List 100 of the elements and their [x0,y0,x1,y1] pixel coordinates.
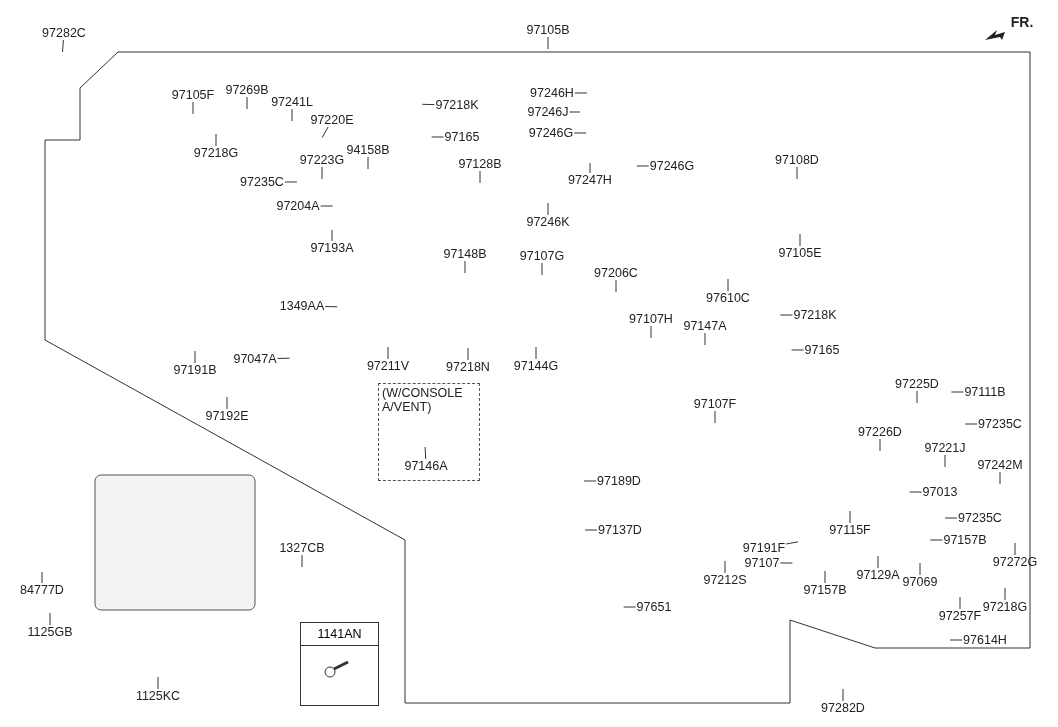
part-number: 97225D [894,377,940,391]
part-number: 97165 [803,343,841,357]
part-number: 97191B [172,363,218,377]
leader-line [331,229,333,242]
part-number: 1125KC [134,689,182,703]
part-number: 97242M [976,458,1024,472]
part-number: 1125GB [26,625,74,639]
part-number: 97211V [365,359,411,373]
part-number: 97257F [937,609,983,623]
part-number: 97193A [309,241,355,255]
leader-line [479,170,481,184]
leader-line [589,162,591,174]
part-number: 97108D [774,153,820,167]
leader-line [909,491,923,493]
part-number: 97241L [270,95,314,109]
part-number: 97148B [442,247,488,261]
leader-line [724,560,726,574]
part-number: 97129A [855,568,901,582]
leader-line [650,325,652,339]
part-number: 97189D [596,474,642,488]
part-number: 97246K [525,215,571,229]
part-number: 97246J [526,105,570,119]
part-number: 97246H [529,86,575,100]
leader-line [916,390,918,404]
part-number: 97246G [648,159,696,173]
part-number: 97235C [957,511,1003,525]
leader-line [849,510,851,524]
part-number: 1141AN [301,623,378,646]
leader-line [714,410,716,424]
part-number: 97235C [239,175,285,189]
leader-line [41,571,43,584]
part-number: 97105B [525,23,571,37]
part-number: 97111B [963,385,1007,399]
leader-line [779,562,793,564]
leader-line [964,423,978,425]
group-title: (W/CONSOLE A/VENT) [382,386,464,414]
part-number: 97220E [309,113,355,127]
part-number: 97115F [828,523,872,537]
leader-line [584,529,598,531]
part-number: 97218K [434,98,480,112]
leader-line [569,111,581,113]
leader-line [541,262,543,276]
part-number: 84777D [19,583,65,597]
leader-line [842,688,844,702]
part-number: 97105E [777,246,823,260]
part-number: 97191F [741,541,787,555]
part-number: 97204A [275,199,321,213]
leader-line [1014,542,1016,556]
direction-label: FR. [1009,15,1035,29]
part-number: 94158B [345,143,391,157]
part-number: 97226D [857,425,903,439]
part-number: 97146A [403,459,449,473]
leader-line [799,233,801,247]
leader-line [367,156,369,170]
part-number: 97206C [593,266,639,280]
leader-line [949,639,963,641]
leader-line [779,314,793,316]
part-number: 97223G [298,153,346,167]
leader-line [919,562,921,576]
leader-line [226,396,228,410]
part-number: 97610C [705,291,751,305]
leader-line [320,205,334,207]
leader-line [547,36,549,50]
leader-line [791,349,805,351]
part-number: 97218K [792,308,838,322]
part-number: 97069 [901,575,939,589]
leader-line [467,347,469,361]
leader-line [623,606,637,608]
leader-line [324,306,338,308]
leader-line [944,517,958,519]
leader-line [877,555,879,569]
part-number: 97212S [702,573,748,587]
leader-line [547,202,549,216]
part-number: 97107F [692,397,738,411]
leader-line [929,539,943,541]
leader-line [535,346,537,360]
part-number: 1327CB [278,541,326,555]
leader-line [879,438,881,452]
leader-line [291,108,293,122]
leader-line [421,103,435,106]
part-number: 97221J [923,441,967,455]
leader-line [1004,587,1006,601]
leader-line [157,676,159,690]
part-number: 97107H [628,312,674,326]
part-number: 97272G [991,555,1039,569]
part-number: 97147A [682,319,728,333]
part-number: 97246G [527,126,575,140]
leader-line [583,480,597,482]
leader-line [192,101,194,115]
leader-line [464,260,466,274]
leader-line [246,96,248,110]
leader-line [62,39,64,53]
leader-line [215,133,217,147]
part-number: 97157B [802,583,848,597]
leader-line [424,446,427,460]
leader-line [49,612,51,626]
leader-line [194,350,196,364]
part-number: 97128B [457,157,503,171]
leader-line [431,136,445,138]
part-number: 97137D [597,523,643,537]
